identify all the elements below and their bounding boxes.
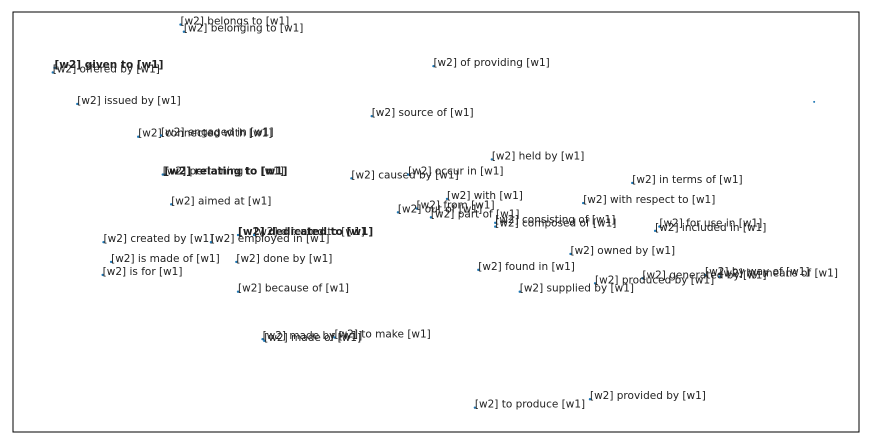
scatter-point bbox=[261, 337, 264, 341]
scatter-point bbox=[432, 64, 435, 68]
point-label: [w2] made by [w1] bbox=[263, 330, 363, 342]
point-label: [w2] for use in [w1] bbox=[659, 218, 762, 230]
scatter-point bbox=[718, 275, 721, 278]
point-label: [w2] consisting of [w1] bbox=[495, 214, 615, 226]
point-label: [w2] given to [w1] bbox=[54, 59, 163, 71]
scatter-point bbox=[236, 290, 240, 293]
point-label: [w2] produced by [w1] bbox=[595, 274, 714, 286]
point-label: [w2] pertaining to [w1] bbox=[163, 166, 284, 178]
scatter-point bbox=[429, 216, 433, 219]
point-label: [w2] aimed at [w1] bbox=[171, 195, 271, 207]
point-label: [w2] source of [w1] bbox=[372, 107, 474, 119]
scatter-point bbox=[415, 207, 418, 210]
point-label: [w2] of providing [w1] bbox=[433, 57, 549, 69]
scatter-point bbox=[631, 181, 634, 185]
scatter-point bbox=[370, 114, 373, 118]
point-label: [w2] belongs to [w1] bbox=[181, 16, 290, 28]
scatter-point bbox=[593, 282, 597, 285]
point-label: [w2] in terms of [w1] bbox=[632, 174, 742, 186]
point-label: [w2] supplied by [w1] bbox=[520, 283, 634, 295]
point-label: [w2] held by [w1] bbox=[492, 150, 585, 162]
point-label: [w2] issued by [w1] bbox=[77, 95, 180, 107]
point-label: [w2] occur in [w1] bbox=[408, 166, 503, 178]
scatter-point bbox=[494, 221, 497, 225]
scatter-point bbox=[163, 173, 166, 176]
point-label: [w2] to produce [w1] bbox=[475, 399, 585, 411]
scatter-point bbox=[236, 233, 240, 237]
scatter-point bbox=[518, 290, 521, 293]
point-label: [w2] included in [w1] bbox=[655, 222, 766, 234]
scatter-point bbox=[159, 134, 163, 137]
scatter-point bbox=[490, 158, 494, 161]
scatter-point bbox=[658, 225, 661, 228]
scatter-point bbox=[102, 240, 105, 244]
point-label: [w2] done by [w1] bbox=[236, 253, 332, 265]
point-label: [w2] connected with [w1] bbox=[138, 128, 272, 140]
point-label: [w2] relating to [w1] bbox=[164, 166, 287, 178]
scatter-point bbox=[473, 406, 477, 409]
point-label: [w2] offered by [w1] bbox=[53, 63, 160, 75]
point-label: [w2] directed to [w1] bbox=[254, 226, 365, 238]
point-label: [w2] engaged in [w1] bbox=[161, 126, 274, 138]
scatter-point bbox=[445, 197, 449, 201]
point-label: [w2] out of [w1] bbox=[398, 203, 482, 215]
scatter-point bbox=[109, 260, 113, 264]
point-label: [w2] dedicated to [w1] bbox=[238, 226, 373, 238]
scatter-point bbox=[137, 135, 140, 138]
scatter-point bbox=[477, 268, 480, 272]
point-label: [w2] is for [w1] bbox=[103, 266, 183, 278]
point-label: [w2] generated by [w1] bbox=[642, 269, 766, 281]
point-label: [w2] composed of [w1] bbox=[495, 218, 616, 230]
scatter-point bbox=[101, 273, 104, 277]
point-label: [w2] found in [w1] bbox=[478, 261, 575, 273]
point-label: [w2] caused by [w1] bbox=[351, 169, 458, 181]
scatter-point bbox=[263, 339, 266, 343]
scatter-point bbox=[333, 336, 336, 339]
point-label: [w2] by means of [w1] bbox=[719, 268, 838, 280]
point-label: [w2] belonging to [w1] bbox=[184, 23, 304, 35]
plot-frame bbox=[12, 11, 860, 433]
point-label: [w2] owned by [w1] bbox=[571, 245, 676, 257]
point-label: [w2] to make [w1] bbox=[334, 329, 430, 341]
scatter-point bbox=[182, 30, 186, 33]
scatter-point bbox=[653, 229, 657, 233]
scatter-point bbox=[161, 173, 164, 176]
scatter-point bbox=[703, 273, 707, 277]
scatter-point bbox=[813, 100, 816, 103]
scatter-point bbox=[641, 277, 644, 280]
scatter-point bbox=[406, 173, 410, 176]
point-label: [w2] provided by [w1] bbox=[590, 390, 706, 402]
scatter-point bbox=[209, 240, 213, 244]
point-label: [w2] part of [w1] bbox=[431, 208, 520, 220]
scatter-point bbox=[170, 203, 173, 206]
point-label: [w2] from [w1] bbox=[417, 200, 495, 212]
scatter-point bbox=[179, 23, 182, 26]
point-label: [w2] by way of [w1] bbox=[705, 266, 810, 278]
scatter-point bbox=[51, 71, 54, 74]
scatter-labels: [w2] belongs to [w1][w2] belonging to [w… bbox=[51, 16, 838, 411]
point-label: [w2] with [w1] bbox=[447, 190, 523, 202]
scatter-point bbox=[396, 211, 400, 214]
point-label: [w2] because of [w1] bbox=[238, 283, 349, 295]
point-label: [w2] made of [w1] bbox=[264, 332, 361, 344]
point-label: [w2] is made of [w1] bbox=[111, 253, 220, 265]
point-label: [w2] created by [w1] bbox=[104, 233, 214, 245]
point-label: [w2] employed in [w1] bbox=[211, 233, 330, 245]
scatter-point bbox=[235, 260, 238, 264]
scatter-point bbox=[76, 102, 79, 106]
scatter-point bbox=[588, 398, 592, 401]
scatter-point bbox=[494, 225, 497, 228]
scatter-point bbox=[569, 252, 572, 256]
scatter-point bbox=[252, 233, 256, 237]
scatter-point bbox=[53, 66, 56, 70]
point-label: [w2] with respect to [w1] bbox=[583, 194, 715, 206]
scatter-point bbox=[582, 201, 585, 205]
scatter-point bbox=[350, 177, 353, 180]
